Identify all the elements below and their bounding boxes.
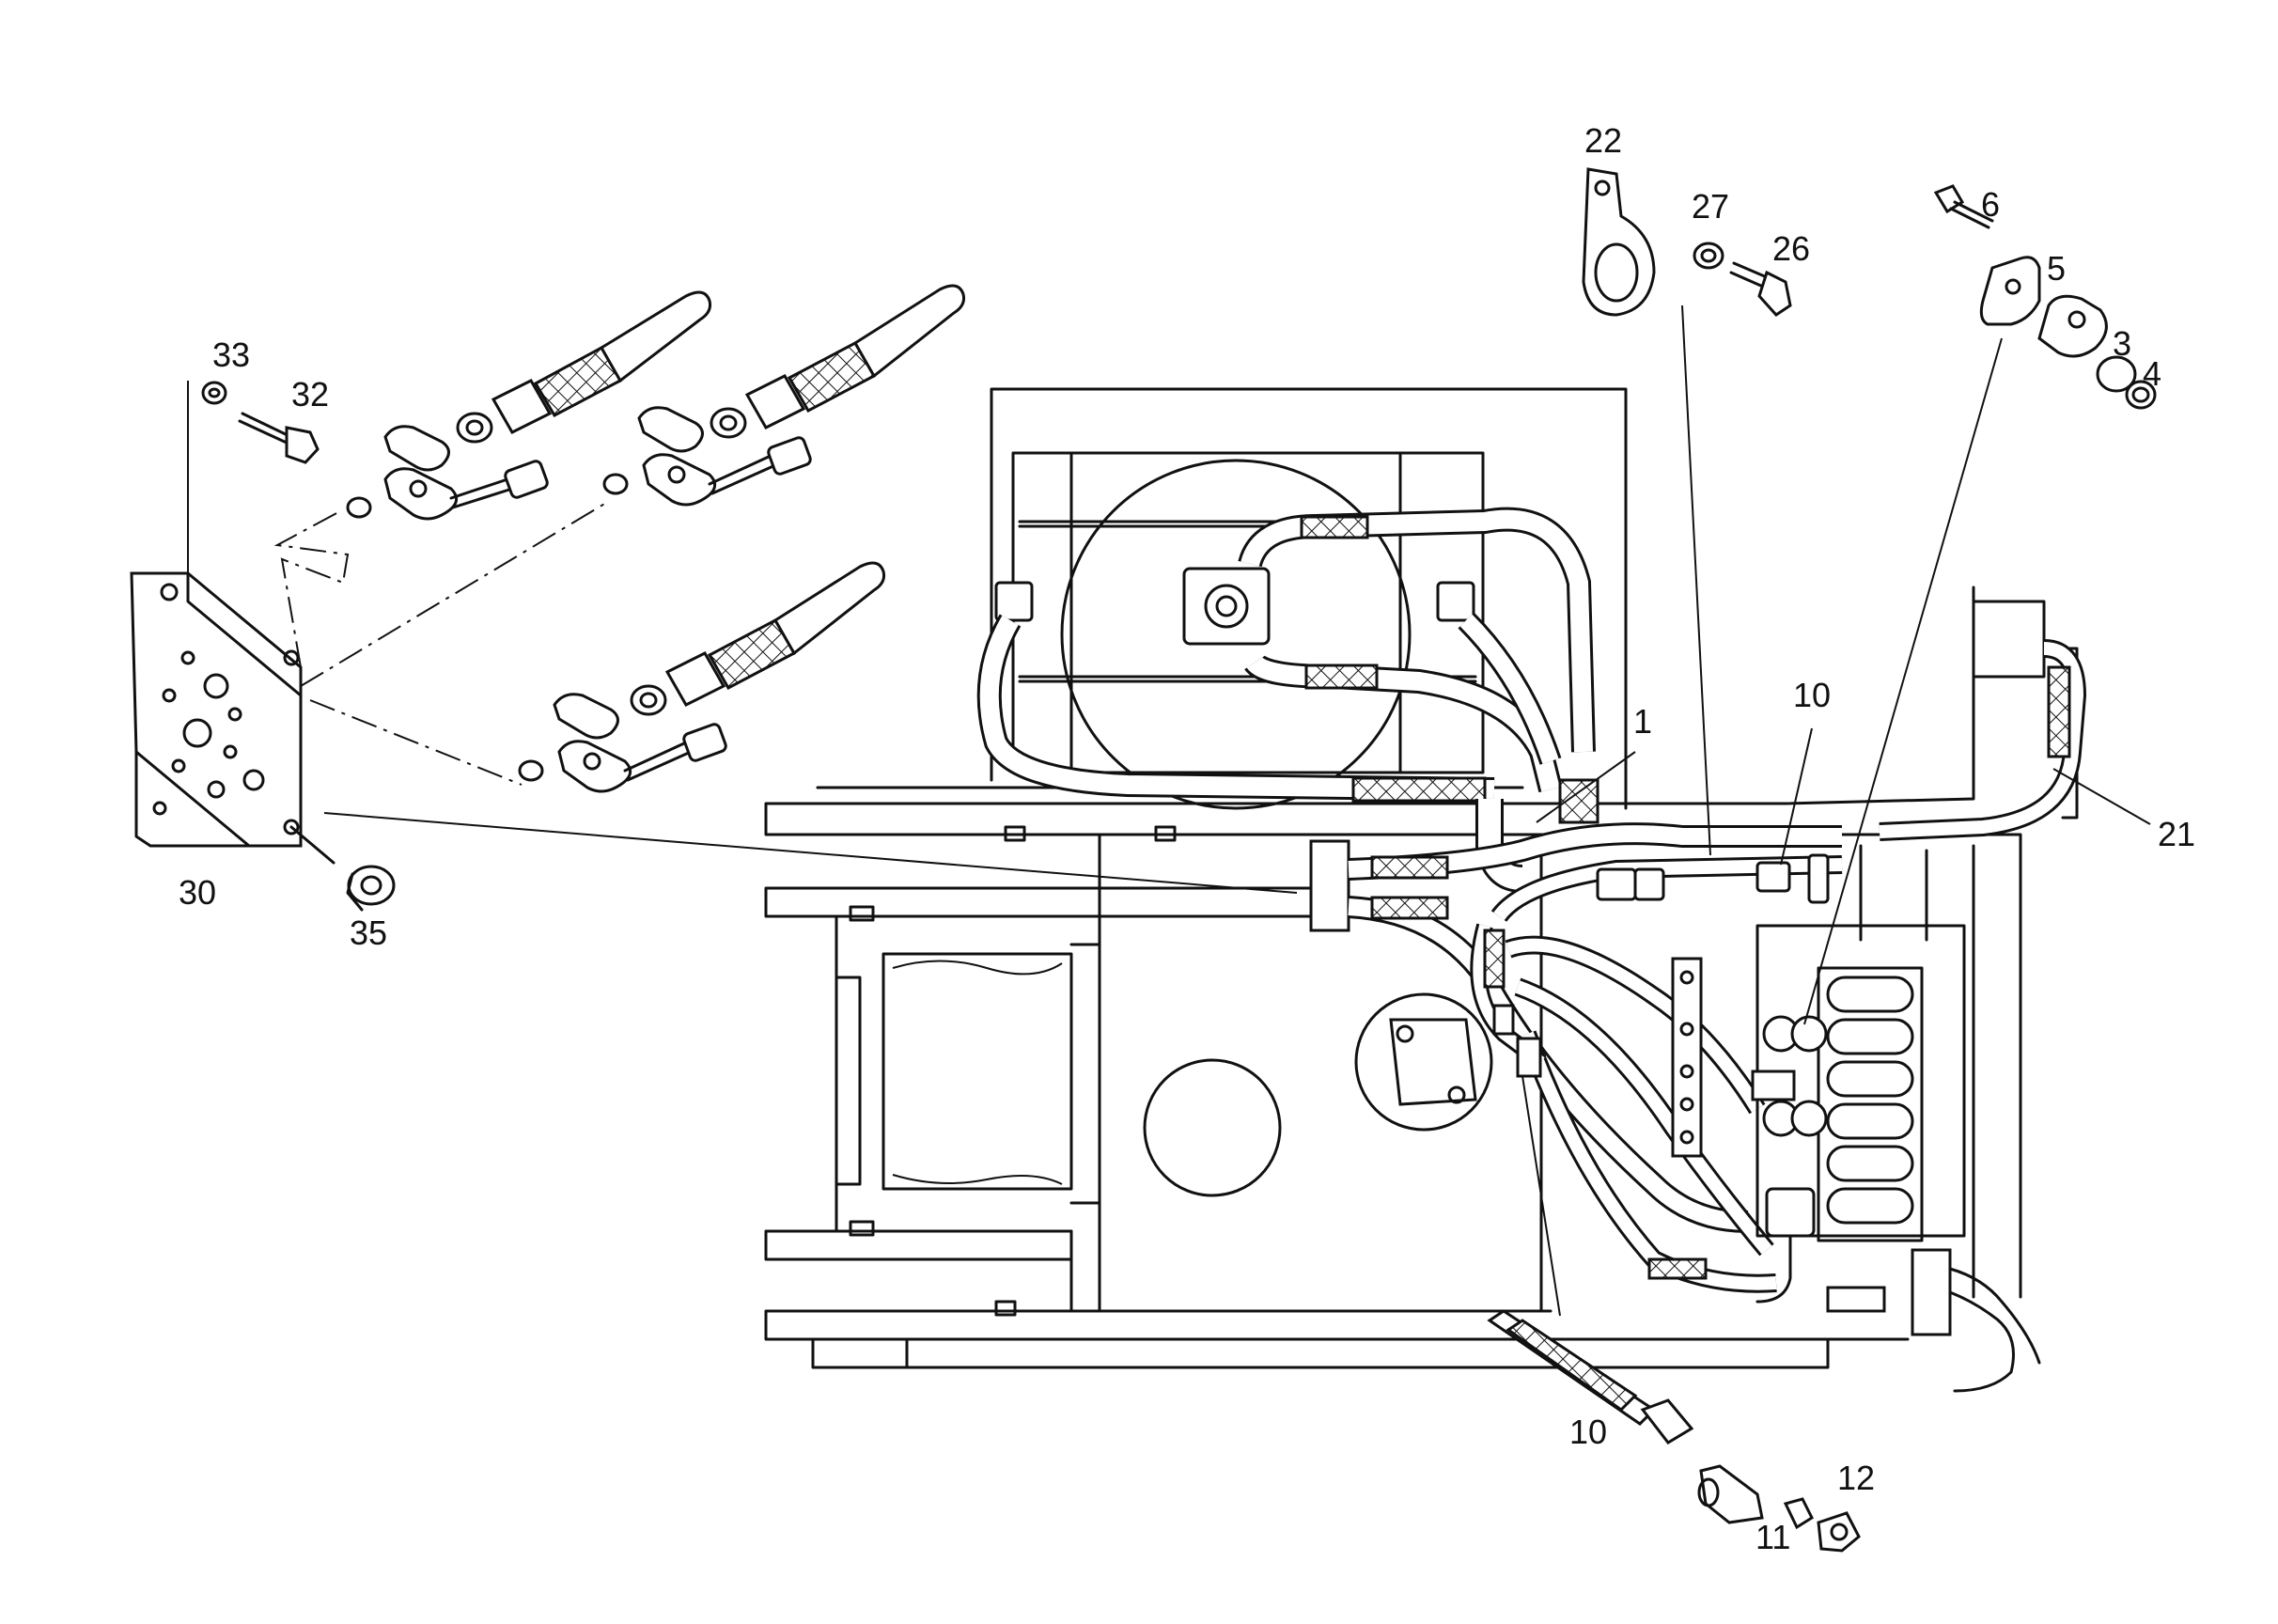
callout-26: 26: [1772, 229, 1810, 268]
hose-flange-set-2: [602, 284, 965, 507]
callout-30: 30: [179, 873, 216, 912]
callout-11: 11: [1755, 1518, 1790, 1556]
callout-27: 27: [1692, 187, 1729, 226]
machine-frame: [764, 387, 2079, 1369]
tee-fitting-assembly: [1487, 1075, 1861, 1553]
callout-21: 21: [2158, 815, 2195, 853]
callout-5: 5: [2047, 249, 2066, 288]
lower-hose-bundle: [1309, 822, 1843, 1293]
callout-10-upper: 10: [1793, 676, 1831, 714]
bolt-and-washer: [201, 381, 320, 464]
upper-hose-assembly: [976, 507, 2087, 893]
callout-labels: 1 3 4 5 6 10 10 11 12 21 22 26 27 30 32 …: [179, 121, 2195, 1556]
callout-35: 35: [350, 914, 387, 952]
callout-1: 1: [1633, 702, 1652, 741]
callout-12: 12: [1837, 1459, 1875, 1497]
hose-flange-set-1: [346, 290, 711, 521]
callout-33: 33: [212, 336, 250, 374]
hose-flange-set-3: [518, 561, 885, 793]
valve-bank: [1671, 924, 2041, 1393]
flange-half-assembly: [1803, 184, 2157, 1025]
callout-6: 6: [1981, 185, 2000, 224]
callout-22: 22: [1584, 121, 1622, 160]
callout-32: 32: [291, 375, 329, 414]
callout-leaders: [1536, 727, 2151, 866]
callout-3: 3: [2113, 324, 2131, 363]
callout-4: 4: [2143, 354, 2161, 393]
hose-clamp-assembly: [1582, 167, 1792, 856]
subplate-assembly: [130, 381, 1298, 912]
callout-10-lower: 10: [1569, 1413, 1607, 1451]
